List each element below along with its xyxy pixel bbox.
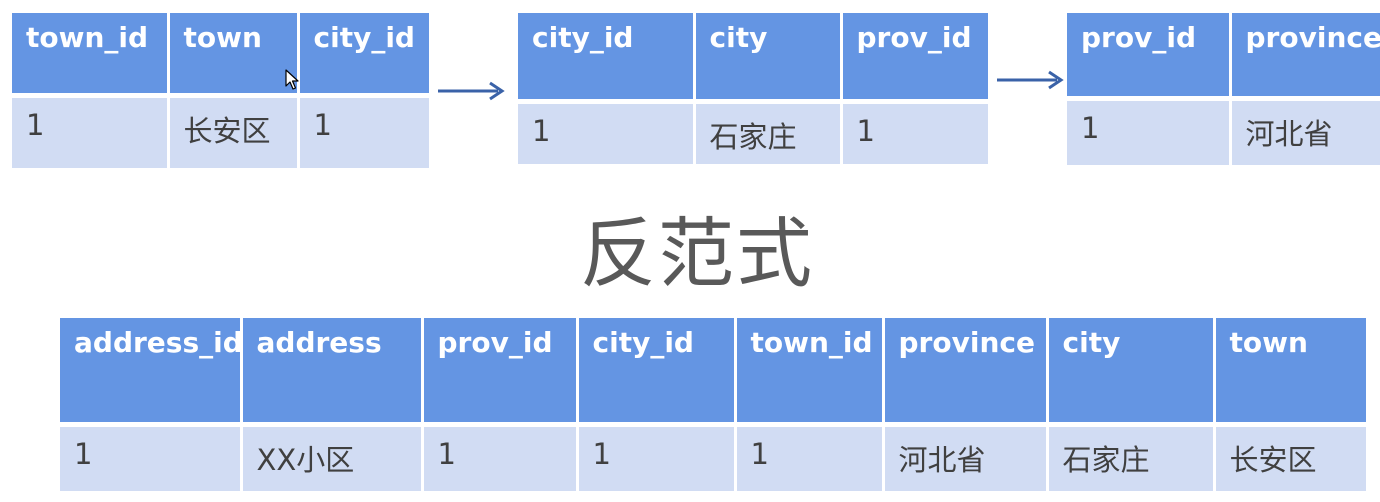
table-header-row: town_id town city_id xyxy=(12,13,429,96)
column-header-town: town xyxy=(166,13,298,96)
table-header-row: prov_id province xyxy=(1067,13,1380,99)
cell-province: 河北省 xyxy=(881,424,1047,491)
cell-town: 长安区 xyxy=(1212,424,1366,491)
column-header-province: province xyxy=(881,318,1047,425)
column-header-town-id: town_id xyxy=(733,318,883,425)
column-header-prov-id: prov_id xyxy=(420,318,577,425)
table-header-row: city_id city prov_id xyxy=(518,13,988,102)
cell-city-id: 1 xyxy=(296,95,429,168)
cell-address: XX小区 xyxy=(239,424,422,491)
table-row: 1 石家庄 1 xyxy=(518,101,988,164)
table-row: 1 XX小区 1 1 1 河北省 石家庄 长安区 xyxy=(60,424,1366,491)
column-header-town-id: town_id xyxy=(12,13,168,96)
cell-town: 长安区 xyxy=(166,95,298,168)
cell-city: 石家庄 xyxy=(692,101,841,164)
column-header-town: town xyxy=(1212,318,1366,425)
column-header-city: city xyxy=(692,13,841,102)
city-table: city_id city prov_id 1 石家庄 1 xyxy=(518,13,988,164)
column-header-city-id: city_id xyxy=(575,318,735,425)
cell-city-id: 1 xyxy=(575,424,735,491)
arrow-right-icon xyxy=(438,81,505,101)
column-header-prov-id: prov_id xyxy=(839,13,988,102)
town-table: town_id town city_id 1 长安区 1 xyxy=(12,13,429,168)
mouse-cursor-icon xyxy=(285,69,299,90)
cell-city: 石家庄 xyxy=(1045,424,1214,491)
column-header-address-id: address_id xyxy=(60,318,241,425)
cell-province: 河北省 xyxy=(1228,98,1380,165)
cell-prov-id: 1 xyxy=(1067,98,1230,165)
column-header-prov-id: prov_id xyxy=(1067,13,1230,99)
arrow-right-icon xyxy=(997,70,1064,90)
cell-town-id: 1 xyxy=(733,424,883,491)
column-header-city-id: city_id xyxy=(296,13,429,96)
province-table: prov_id province 1 河北省 xyxy=(1067,13,1380,165)
table-row: 1 河北省 xyxy=(1067,98,1380,165)
cell-address-id: 1 xyxy=(60,424,241,491)
denormalized-table: address_id address prov_id city_id town_… xyxy=(60,318,1366,491)
column-header-city: city xyxy=(1045,318,1214,425)
table-header-row: address_id address prov_id city_id town_… xyxy=(60,318,1366,425)
column-header-city-id: city_id xyxy=(518,13,694,102)
cell-town-id: 1 xyxy=(12,95,168,168)
cell-prov-id: 1 xyxy=(839,101,988,164)
column-header-province: province xyxy=(1228,13,1380,99)
cell-prov-id: 1 xyxy=(420,424,577,491)
table-row: 1 长安区 1 xyxy=(12,95,429,168)
column-header-address: address xyxy=(239,318,422,425)
cell-city-id: 1 xyxy=(518,101,694,164)
